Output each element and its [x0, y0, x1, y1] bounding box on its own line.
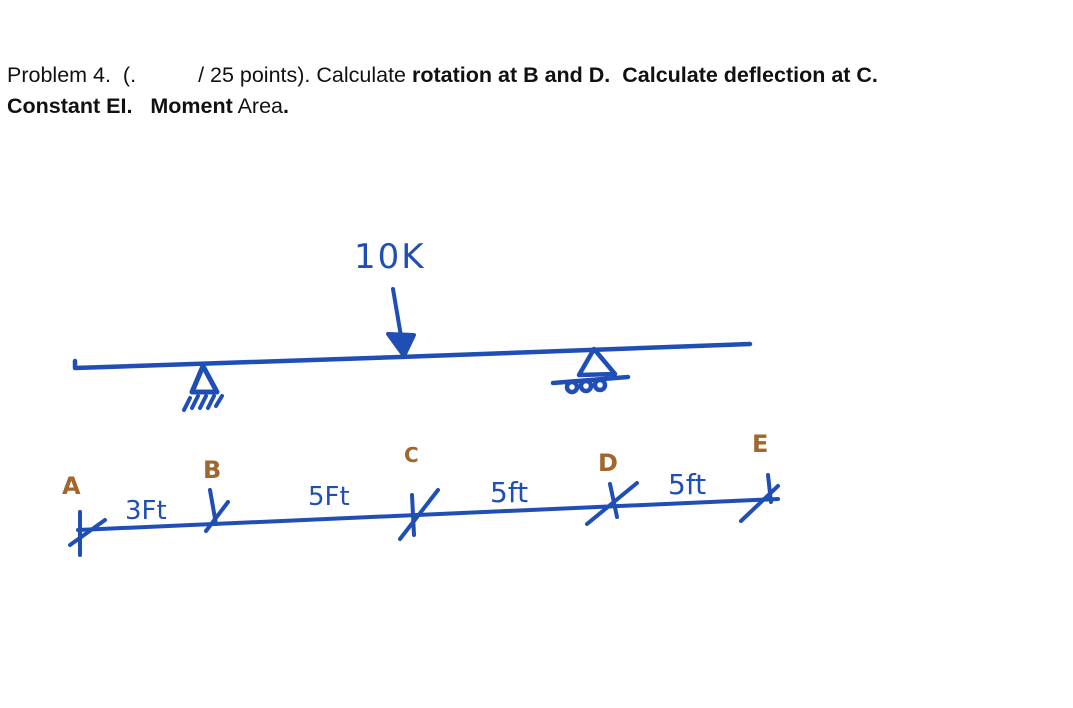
- points-text: / 25 points). Calculate: [198, 63, 407, 87]
- span-label-ab: 3Ft: [125, 496, 167, 526]
- method-rest: Area: [237, 94, 283, 118]
- point-label-e: E: [752, 430, 768, 458]
- problem-line-1: Problem 4. (. / 25 points). Calculate rot…: [7, 60, 1073, 91]
- roller-support-icon: [550, 346, 631, 395]
- problem-statement: Problem 4. (. / 25 points). Calculate rot…: [7, 60, 1073, 122]
- task-deflection: Calculate deflection at C.: [622, 63, 878, 87]
- dimension-line: [68, 473, 780, 557]
- span-label-de: 5ft: [668, 468, 706, 501]
- point-label-d: D: [598, 449, 618, 477]
- problem-line-2: Constant EI. Moment Area.: [7, 91, 1073, 122]
- point-label-c: C: [404, 443, 419, 467]
- points-open: (.: [122, 63, 137, 87]
- span-label-bc: 5Ft: [308, 482, 350, 512]
- pin-support-icon: [182, 363, 224, 412]
- problem-number: Problem 4.: [7, 63, 111, 87]
- span-label-cd: 5ft: [490, 476, 528, 509]
- load-label: 10K: [354, 237, 426, 277]
- beam: [72, 341, 753, 371]
- method-bold: Moment: [150, 94, 233, 118]
- constant-ei: Constant EI.: [7, 94, 133, 118]
- point-label-b: B: [203, 456, 221, 484]
- period: .: [282, 94, 289, 118]
- point-load-arrow-icon: [386, 287, 416, 358]
- task-rotation: rotation at B and D.: [412, 63, 611, 87]
- point-label-a: A: [62, 472, 81, 500]
